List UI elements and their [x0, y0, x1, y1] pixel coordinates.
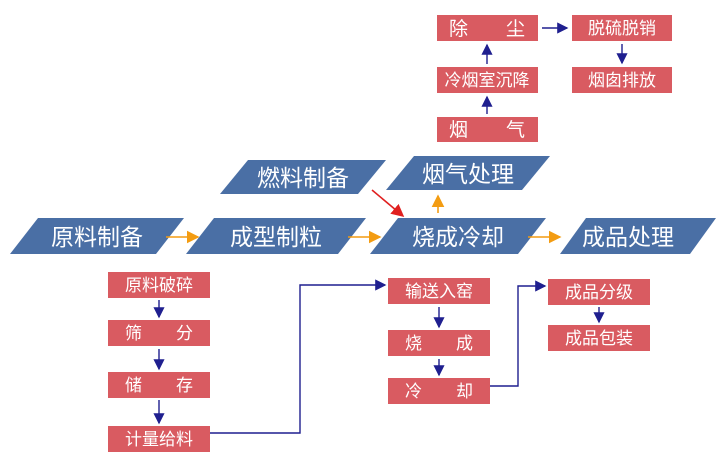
box-screen: 筛 分 — [108, 320, 210, 346]
box-flue-gas-label: 烟 气 — [449, 119, 525, 141]
box-chimney-label: 烟囱排放 — [588, 71, 656, 91]
node-product: 成品处理 — [560, 218, 716, 254]
node-fuel-label: 燃料制备 — [257, 166, 349, 192]
node-product-label: 成品处理 — [582, 225, 674, 251]
node-forming-label: 成型制粒 — [230, 225, 322, 251]
box-burn-label: 烧 成 — [405, 334, 473, 354]
connector-cool-to-grade — [490, 280, 547, 387]
connector-meter-to-convey — [210, 279, 387, 434]
box-pack-label: 成品包装 — [565, 329, 633, 349]
box-convey-label: 输送入窑 — [405, 282, 473, 302]
node-raw-prep-label: 原料制备 — [51, 225, 143, 251]
node-fuel: 燃料制备 — [220, 160, 386, 194]
box-dust-label: 除 尘 — [449, 18, 525, 40]
box-dust: 除 尘 — [437, 15, 538, 41]
box-grade: 成品分级 — [548, 279, 650, 305]
box-cool: 冷 却 — [388, 378, 490, 404]
box-screen-label: 筛 分 — [125, 324, 193, 344]
box-convey: 输送入窑 — [388, 278, 490, 304]
box-pack: 成品包装 — [548, 325, 650, 351]
box-meter: 计量给料 — [108, 426, 210, 452]
box-crush-label: 原料破碎 — [125, 276, 193, 296]
box-store-label: 储 存 — [125, 376, 193, 396]
node-forming: 成型制粒 — [186, 218, 366, 254]
box-meter-label: 计量给料 — [125, 430, 193, 450]
box-settle-label: 冷烟室沉降 — [445, 71, 530, 91]
arrow-fuel-to-firing — [371, 189, 405, 218]
node-flue-label: 烟气处理 — [422, 162, 514, 188]
box-cool-label: 冷 却 — [405, 382, 473, 402]
node-flue: 烟气处理 — [386, 156, 550, 190]
box-flue-gas: 烟 气 — [437, 117, 538, 142]
box-desulf: 脱硫脱销 — [572, 15, 672, 41]
box-settle: 冷烟室沉降 — [437, 67, 538, 93]
box-chimney: 烟囱排放 — [572, 67, 672, 93]
node-firing: 烧成冷却 — [370, 218, 546, 254]
box-burn: 烧 成 — [388, 330, 490, 356]
node-raw-prep: 原料制备 — [10, 218, 184, 254]
box-desulf-label: 脱硫脱销 — [588, 19, 656, 39]
box-grade-label: 成品分级 — [565, 283, 633, 303]
box-store: 储 存 — [108, 372, 210, 398]
node-firing-label: 烧成冷却 — [412, 225, 504, 251]
box-crush: 原料破碎 — [108, 272, 210, 298]
